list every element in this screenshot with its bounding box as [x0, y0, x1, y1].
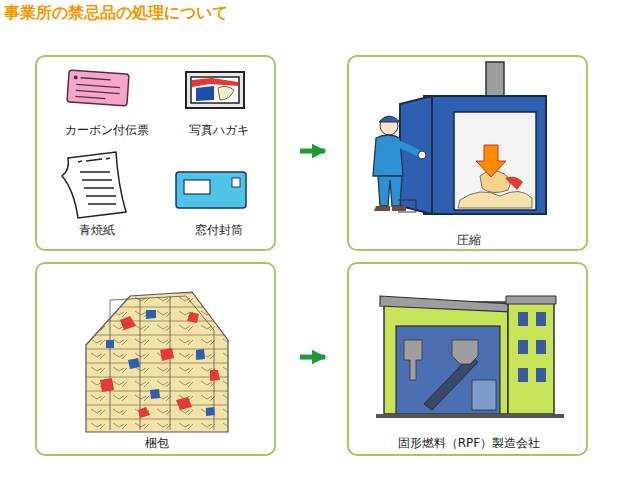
carbon-slip-icon [67, 70, 129, 106]
step-label: 青焼紙 [77, 223, 117, 237]
step-label: 窓付封筒 [193, 223, 245, 237]
step-label: カーボン付伝票 [63, 123, 151, 137]
page-title: 事業所の禁忌品の処理について [4, 3, 228, 24]
blueprint-paper-icon [62, 152, 126, 218]
step-label: 固形燃料（RPF）製造会社 [396, 436, 542, 450]
step-box: カーボン付伝票 写真ハガキ青焼紙 窓付封筒 [35, 55, 276, 251]
step-label: 梱包 [143, 436, 171, 450]
step-box: 梱包 [35, 262, 276, 456]
photo-postcard-icon [186, 72, 244, 108]
step-box: 固形燃料（RPF）製造会社 [347, 262, 588, 456]
step-label: 圧縮 [455, 233, 483, 247]
step-box: 圧縮 [347, 55, 588, 251]
flow-arrow [300, 355, 325, 360]
bales-illustration [86, 292, 228, 432]
flow-arrow [300, 149, 325, 154]
window-envelope-icon [176, 172, 246, 208]
factory-illustration [376, 296, 564, 418]
step-label: 写真ハガキ [187, 123, 251, 137]
compactor-illustration [373, 62, 546, 214]
